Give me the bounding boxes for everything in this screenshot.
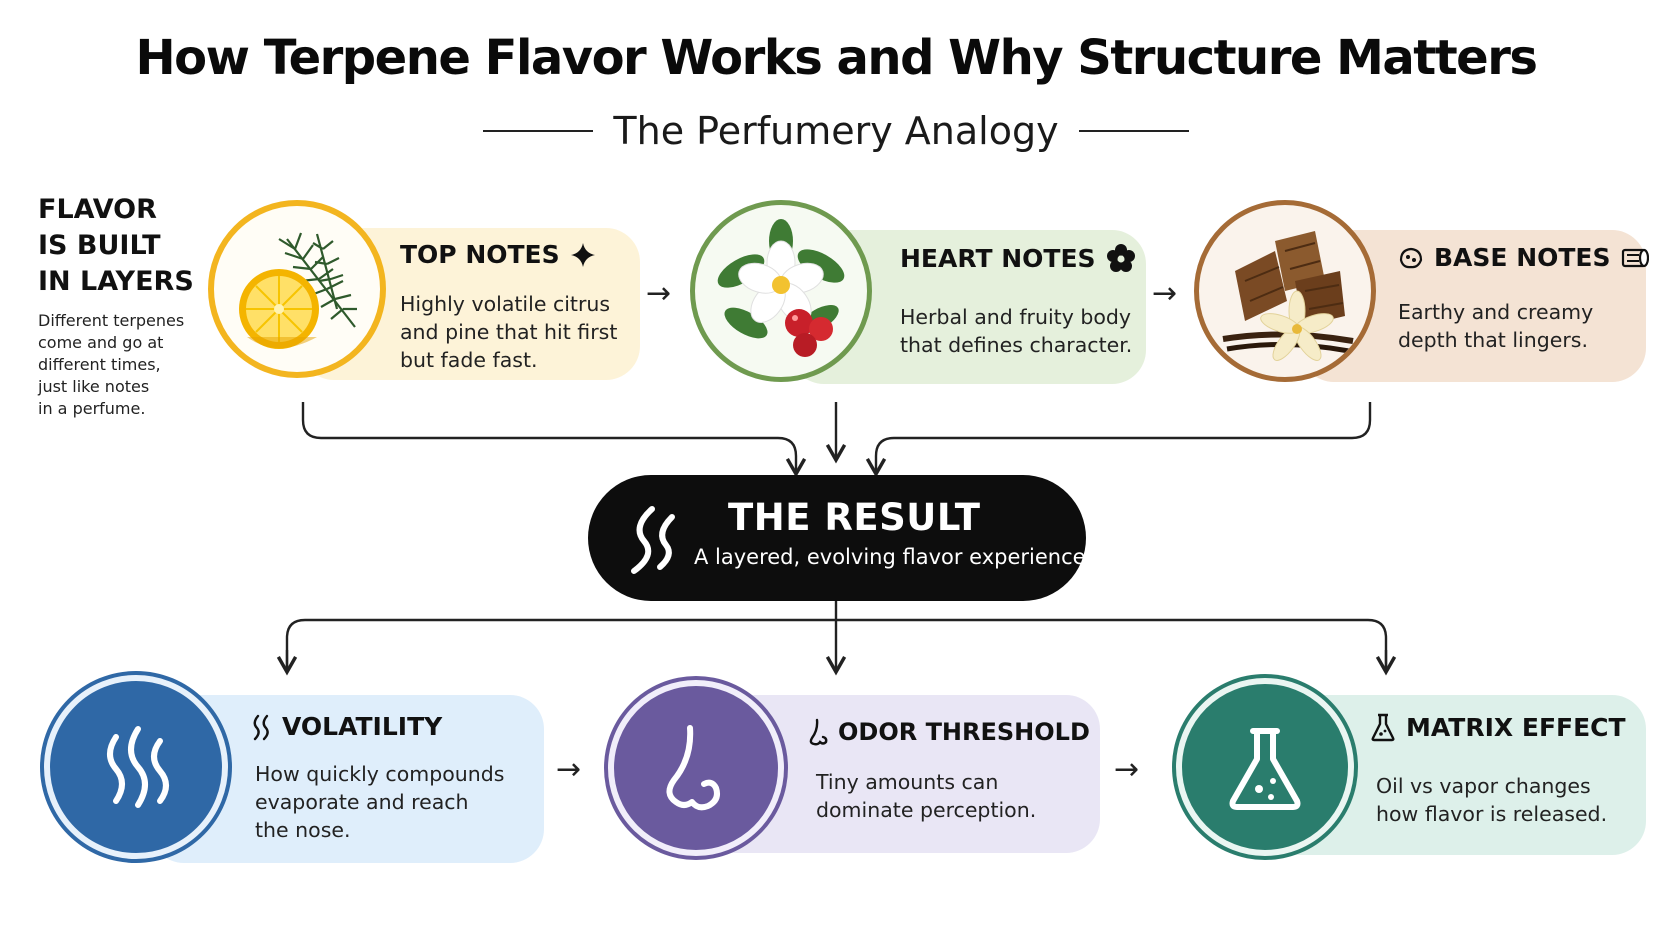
page-subtitle: The Perfumery Analogy [613,109,1059,153]
flask-icon [1229,728,1301,810]
factor-text-line: How quickly compounds [255,762,505,786]
layer-text-heart-notes: Herbal and fruity body that defines char… [900,303,1132,359]
factor-text-line: dominate perception. [816,798,1037,822]
flow-arrow-icon: → [556,752,582,787]
intro-text: Different terpenes come and go at differ… [38,310,198,420]
seed-icon [1399,247,1423,268]
factor-text-line: Tiny amounts can [816,770,999,794]
factor-circle-odor-threshold [608,680,784,856]
layer-title-text: TOP NOTES [400,240,560,269]
factor-title-text: MATRIX EFFECT [1406,712,1626,742]
layer-title-top-notes: TOP NOTES [400,240,596,269]
result-title: THE RESULT [728,496,981,539]
factor-circle-volatility [44,675,228,859]
layer-text-line: and pine that hit first [400,320,618,344]
layer-title-text: HEART NOTES [900,243,1096,273]
layer-circle-heart-notes [690,200,872,382]
layer-title-text: BASE NOTES [1434,243,1611,272]
factor-circle-matrix-effect [1176,678,1354,856]
intro-text-line: different times, [38,355,161,374]
intro-title-line: IS BUILT [38,230,161,261]
connector-top-to-result [301,402,807,478]
flower-berries-icon [717,219,845,357]
layer-text-top-notes: Highly volatile citrus and pine that hit… [400,290,617,374]
intro-title-line: FLAVOR [38,194,157,225]
factor-text-volatility: How quickly compounds evaporate and reac… [255,760,504,844]
factor-text-line: evaporate and reach [255,790,469,814]
mini-flask-icon [1371,713,1395,742]
factor-title-text: VOLATILITY [282,712,443,741]
flower-icon [1106,244,1135,272]
layer-text-line: Herbal and fruity body [900,305,1132,329]
layer-title-heart-notes: HEART NOTES [900,243,1136,273]
layer-text-line: but fade fast. [400,348,538,372]
factor-title-odor-threshold: ODOR THRESHOLD [808,718,1090,746]
flow-arrow-icon: → [1152,276,1178,311]
sparkle-icon [570,242,595,267]
factor-text-line: how flavor is released. [1376,802,1608,826]
intro-text-line: Different terpenes [38,311,185,330]
layer-text-base-notes: Earthy and creamy depth that lingers. [1398,298,1593,354]
factor-text-line: Oil vs vapor changes [1376,774,1591,798]
factor-title-volatility: VOLATILITY [250,712,442,741]
factor-title-text: ODOR THRESHOLD [838,718,1090,746]
wood-icon [1621,248,1649,267]
result-box [588,475,1086,601]
intro-text-line: just like notes [38,377,150,396]
result-text: A layered, evolving flavor experience [694,545,1086,569]
aroma-wave-icon [631,506,675,574]
intro-text-line: in a perfume. [38,399,146,418]
factor-title-matrix-effect: MATRIX EFFECT [1370,712,1626,742]
intro-title: FLAVOR IS BUILT IN LAYERS [38,192,208,300]
layer-text-line: Highly volatile citrus [400,292,611,316]
subtitle-row: The Perfumery Analogy [0,105,1672,157]
intro-text-line: come and go at [38,333,164,352]
vapor-icon [107,726,169,808]
page-title: How Terpene Flavor Works and Why Structu… [135,30,1538,86]
flow-arrow-icon: → [1114,752,1140,787]
layer-circle-base-notes [1194,200,1376,382]
layer-title-base-notes: BASE NOTES [1398,243,1649,272]
citrus-pine-icon [239,232,357,349]
factor-text-matrix-effect: Oil vs vapor changes how flavor is relea… [1376,772,1607,828]
nose-icon [666,725,720,811]
wave-icon [253,714,269,740]
intro-title-line: IN LAYERS [38,266,194,297]
subtitle-rule-left [483,130,594,132]
subtitle-rule-right [1078,130,1189,132]
connector-base-to-result [865,402,1372,478]
flow-arrow-icon: → [646,276,672,311]
wood-vanilla-icon [1222,231,1354,361]
layer-circle-top-notes [208,200,386,378]
droplet-nose-icon [809,718,828,746]
layer-text-line: that defines character. [900,333,1133,357]
layer-text-line: Earthy and creamy [1398,300,1594,324]
factor-text-odor-threshold: Tiny amounts can dominate perception. [816,768,1036,824]
layer-text-line: depth that lingers. [1398,328,1588,352]
factor-text-line: the nose. [255,818,351,842]
